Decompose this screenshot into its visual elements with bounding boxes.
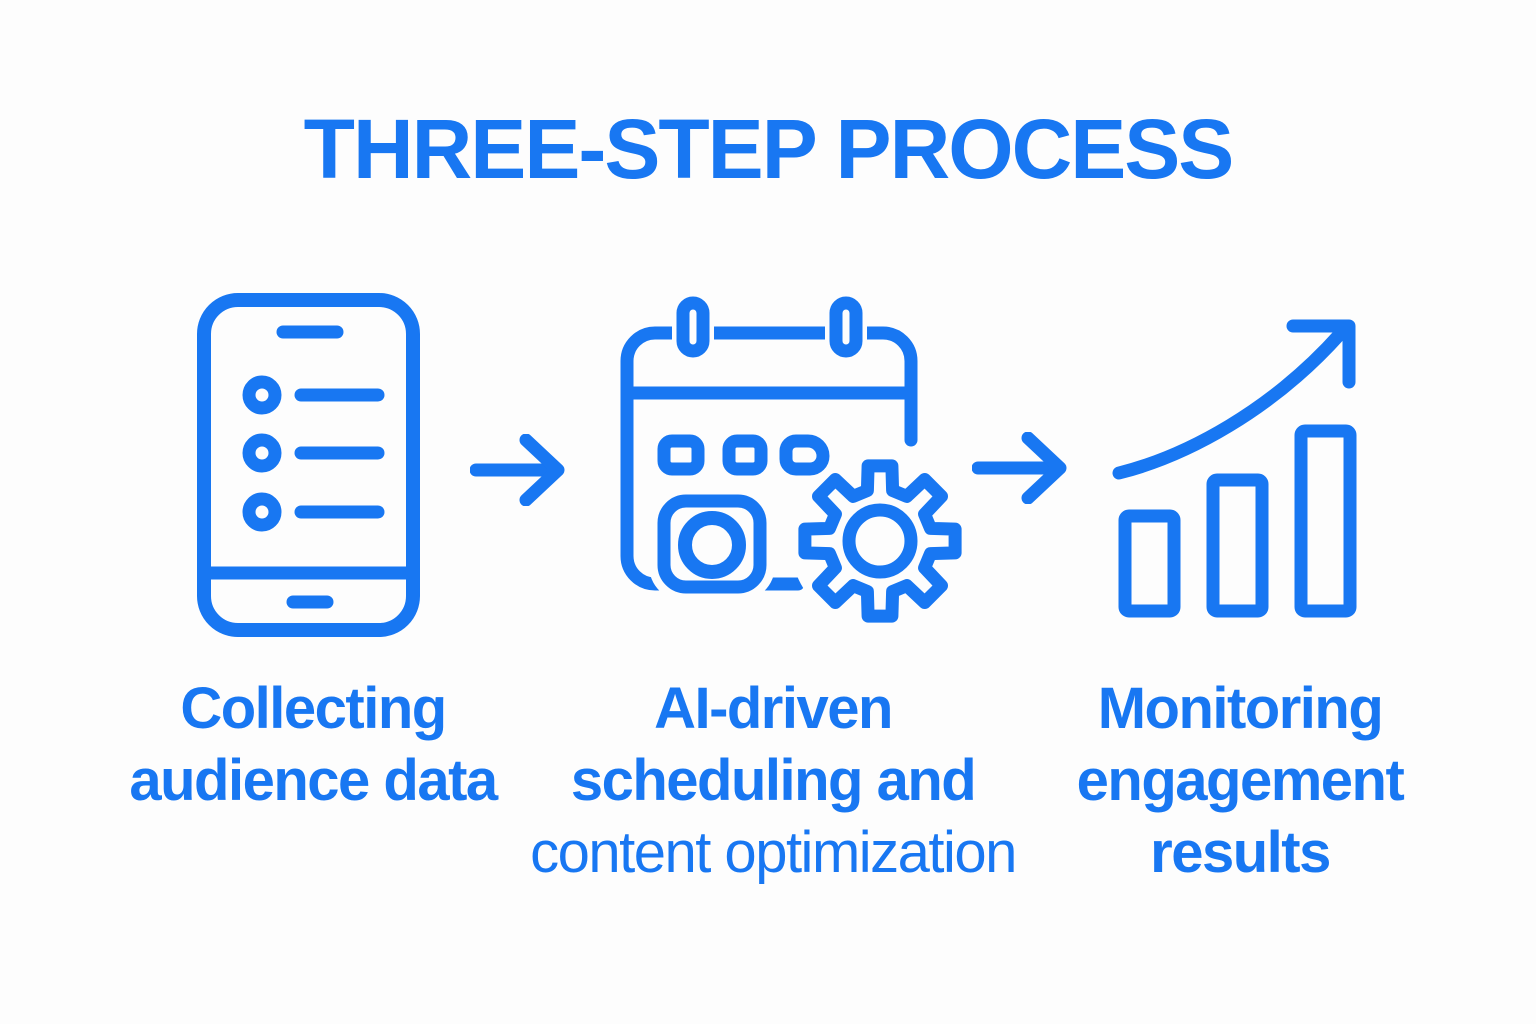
step-label-line: results (1150, 820, 1331, 885)
step-3-label: Monitoring engagement results (980, 673, 1500, 889)
step-label-line: engagement (1076, 748, 1405, 813)
growth-bar-chart-icon (1112, 319, 1357, 618)
step-label-subline: content optimization (530, 820, 1017, 885)
step-label-line: scheduling and (570, 748, 977, 813)
step-label-line: audience data (129, 748, 498, 813)
step-1-label: Collecting audience data (53, 673, 573, 817)
step-label-line: Collecting (180, 676, 447, 741)
step-label-line: AI-driven (654, 676, 893, 741)
calendar-gear-icon (620, 293, 970, 631)
smartphone-audience-list-icon (197, 293, 420, 637)
step-2-label: AI-driven scheduling and content optimiz… (513, 673, 1033, 889)
right-arrow-icon (972, 432, 1067, 504)
page-title: THREE-STEP PROCESS (303, 102, 1235, 196)
right-arrow-icon (470, 434, 565, 506)
step-label-line: Monitoring (1097, 676, 1384, 741)
